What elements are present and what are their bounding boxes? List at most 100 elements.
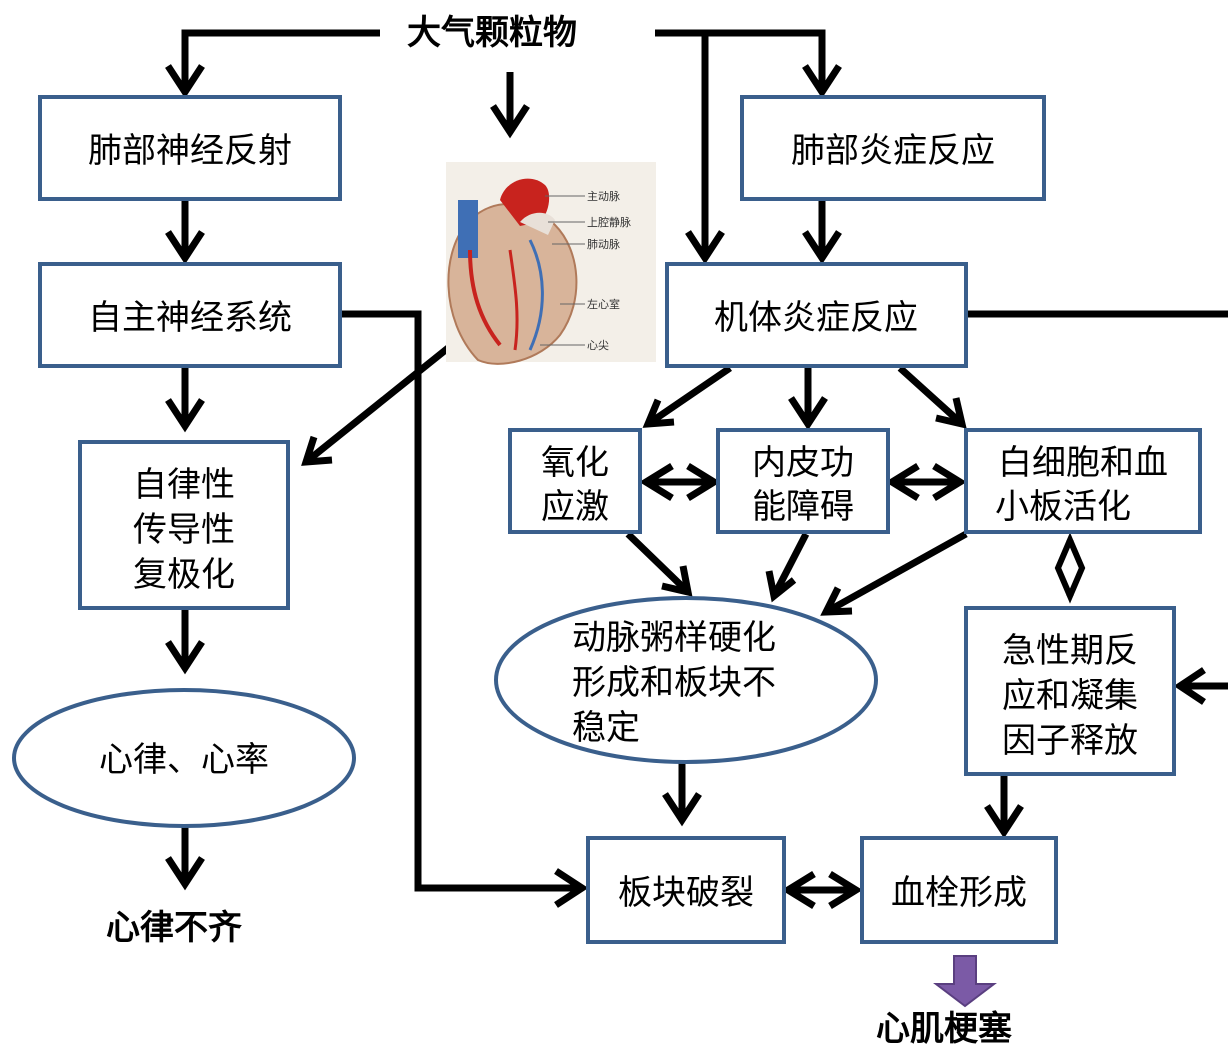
arrowhead [165, 856, 205, 891]
heart-body [447, 202, 578, 365]
arrowhead [935, 397, 967, 429]
node-box [78, 440, 290, 610]
node-rupture: 板块破裂 [586, 836, 786, 944]
arrowhead [165, 640, 205, 675]
node-label-line: 形成和板块不 [572, 663, 776, 703]
node-athero: 动脉粥样硬化 形成和板块不 稳定 [494, 596, 878, 764]
arrowhead [639, 463, 674, 501]
node-oxidative: 氧化 应激 [508, 428, 642, 534]
arrowhead [165, 230, 205, 265]
node-ellipse [12, 688, 356, 828]
arrowhead [1173, 667, 1206, 705]
arrowhead [885, 463, 920, 501]
node-label-line: 复极化 [133, 555, 235, 595]
edge-heart-to-rhythm [303, 329, 471, 465]
edge-oxidative-to-athero [625, 531, 691, 595]
arrowhead [802, 64, 842, 99]
arrowhead [788, 396, 828, 431]
arrowhead [554, 868, 589, 908]
edge-body-to-leukocyte [897, 365, 965, 427]
node-label-line: 动脉粥样硬化 [572, 618, 776, 658]
node-endothelial: 内皮功 能障碍 [716, 428, 890, 534]
node-leukocyte: 白细胞和血 小板活化 [964, 428, 1202, 534]
node-label: 心律、心率 [99, 740, 269, 780]
heart-vessel [528, 239, 544, 351]
node-label-line: 应激 [541, 487, 609, 527]
node-label: 血栓形成 [891, 873, 1027, 913]
arrowhead [765, 570, 797, 603]
arrowhead [490, 104, 530, 139]
final-arrow [933, 955, 997, 1008]
node-label-line: 应和凝集 [1002, 676, 1138, 716]
arrowhead [662, 792, 702, 827]
arrowhead [661, 565, 693, 597]
arrowhead [984, 804, 1024, 839]
node-lung-reflex: 肺部神经反射 [38, 95, 342, 201]
node-label: 机体炎症反应 [714, 298, 918, 338]
node-label-line: 能障碍 [752, 487, 854, 527]
node-rhythm: 自律性 传导性 复极化 [78, 440, 290, 610]
node-label-line: 白细胞和血 [998, 443, 1168, 483]
heart-label-aorta: 主动脉 [587, 189, 620, 203]
edge-endothelial-to-athero [770, 532, 810, 598]
arrowhead [301, 435, 333, 466]
node-label: 自主神经系统 [88, 298, 292, 338]
arrowhead [932, 463, 967, 501]
source-title: 大气颗粒物 [407, 13, 577, 53]
vena-cava [458, 200, 478, 258]
heart-label-vena-cava: 上腔静脉 [587, 215, 631, 229]
node-box [38, 262, 342, 368]
arrowhead [642, 398, 675, 428]
edge-autonomic-to-rupture [342, 310, 582, 892]
arrowhead [828, 871, 863, 909]
heart-label-left-ventricle: 左心室 [587, 297, 620, 311]
node-label: 肺部炎症反应 [791, 131, 995, 171]
node-body-inflam: 机体炎症反应 [665, 262, 968, 368]
node-arrhythmia: 心律不齐 [106, 908, 242, 948]
node-autonomic: 自主神经系统 [38, 262, 342, 368]
edge-body-to-oxidative [646, 365, 732, 427]
node-box [586, 836, 786, 944]
node-box [740, 95, 1046, 201]
node-label-line: 自律性 [133, 465, 235, 505]
node-label-line: 急性期反 [1002, 631, 1138, 671]
node-acute: 急性期反 应和凝集 因子释放 [964, 606, 1176, 776]
node-label-line: 内皮功 [752, 443, 854, 483]
node-infarction: 心肌梗塞 [876, 1009, 1012, 1045]
heart-illustration: 主动脉 上腔静脉 肺动脉 左心室 心尖 [446, 162, 656, 365]
arrowhead [686, 463, 721, 501]
node-box [860, 836, 1058, 944]
heart-vessel [508, 249, 519, 351]
node-box [716, 428, 890, 534]
heart-vessel [468, 249, 502, 347]
node-box [964, 428, 1202, 534]
arrowhead [165, 64, 205, 99]
node-box [508, 428, 642, 534]
node-label-line: 传导性 [133, 510, 235, 550]
node-label-line: 因子释放 [1002, 721, 1138, 761]
arrowhead [802, 230, 842, 265]
edge-leukocyte-to-athero [824, 530, 968, 616]
node-label: 肺部神经反射 [88, 131, 292, 171]
pulmonary-artery [520, 212, 555, 235]
arrowhead [685, 230, 725, 265]
node-ellipse [494, 596, 878, 764]
arrowhead [820, 586, 853, 616]
arrowhead [165, 398, 205, 433]
diamond-connector [1054, 532, 1086, 604]
node-box [38, 95, 342, 201]
edge-source-to-lung-reflex [181, 29, 380, 92]
node-thrombus: 血栓形成 [860, 836, 1058, 944]
heart-label-pulmonary: 肺动脉 [587, 237, 620, 251]
node-box [964, 606, 1176, 776]
arrowhead [781, 871, 816, 909]
node-label: 板块破裂 [618, 873, 754, 913]
node-box [665, 262, 968, 368]
node-rate: 心律、心率 [12, 688, 356, 828]
edge-source-to-lung-inflam [655, 29, 826, 92]
heart-label-apex: 心尖 [587, 339, 609, 352]
node-label-line: 小板活化 [995, 487, 1131, 527]
node-label-line: 稳定 [572, 708, 640, 748]
node-lung-inflam: 肺部炎症反应 [740, 95, 1046, 201]
